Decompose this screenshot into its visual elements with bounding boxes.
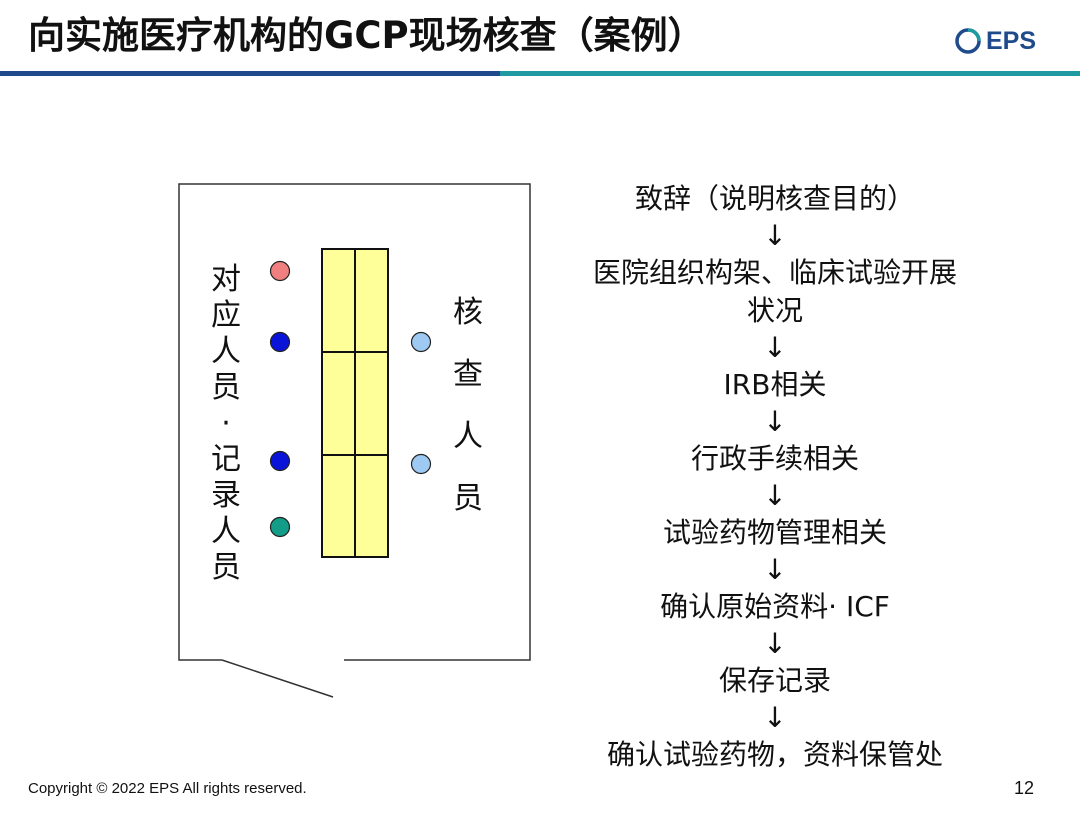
flow-arrow: ↓ [763, 627, 787, 660]
right-seat [410, 331, 432, 353]
logo-text: EPS [985, 26, 1036, 55]
right-seat [410, 453, 432, 475]
left-label-char: 应 [211, 298, 241, 333]
seats [269, 260, 432, 538]
flow-arrow: ↓ [763, 553, 787, 586]
flow-step: IRB相关 [723, 368, 827, 401]
eps-logo-icon [955, 28, 981, 54]
copyright: Copyright © 2022 EPS All rights reserved… [28, 780, 307, 797]
left-label-char: · [221, 406, 231, 441]
right-label-char: 员 [453, 481, 483, 516]
header-rule [0, 71, 1080, 76]
flow-arrow: ↓ [763, 219, 787, 252]
right-label-char: 查 [453, 357, 483, 392]
inspection-flow: 致辞（说明核查目的） ↓ 医院组织构架、临床试验开展状况 ↓ IRB相关 ↓ 行政手续相关 ↓… [560, 180, 990, 774]
conference-table [321, 248, 389, 558]
left-label-char: 录 [211, 478, 241, 513]
flow-step: 医院组织构架、临床试验开展状况 [592, 256, 957, 327]
flow-step: 试验药物管理相关 [662, 516, 887, 549]
flow-step: 确认原始资料· ICF [660, 590, 890, 623]
header-rule-teal [500, 71, 1080, 76]
left-side-label: 对应人员·记录人员 [206, 262, 246, 586]
flow-step: 行政手续相关 [690, 442, 859, 475]
flow-arrow: ↓ [763, 701, 787, 734]
left-seat [269, 516, 291, 538]
room-tail [221, 659, 334, 698]
eps-logo: EPS [954, 25, 1036, 57]
left-seat [269, 260, 291, 282]
room-outline [178, 183, 531, 661]
flow-step: 致辞（说明核查目的） [634, 182, 915, 215]
flow-step: 确认试验药物，资料保管处 [606, 738, 943, 771]
header-rule-blue [0, 71, 500, 76]
left-seat [269, 450, 291, 472]
left-seat [269, 331, 291, 353]
right-side-label: 核查人员 [448, 282, 488, 530]
flow-step: 保存记录 [718, 664, 831, 697]
left-label-char: 人 [211, 334, 241, 369]
flow-arrow: ↓ [763, 331, 787, 364]
flow-arrow: ↓ [763, 479, 787, 512]
flow-arrow: ↓ [763, 405, 787, 438]
slide-title: 向实施医疗机构的GCP现场核查（案例） [28, 14, 705, 57]
page-number: 12 [1013, 778, 1034, 798]
right-label-char: 人 [453, 419, 483, 454]
right-label-char: 核 [453, 295, 483, 330]
left-label-char: 员 [211, 370, 241, 405]
left-label-char: 记 [211, 442, 241, 477]
left-label-char: 员 [211, 550, 241, 585]
left-label-char: 对 [211, 262, 241, 297]
left-label-char: 人 [211, 514, 241, 549]
